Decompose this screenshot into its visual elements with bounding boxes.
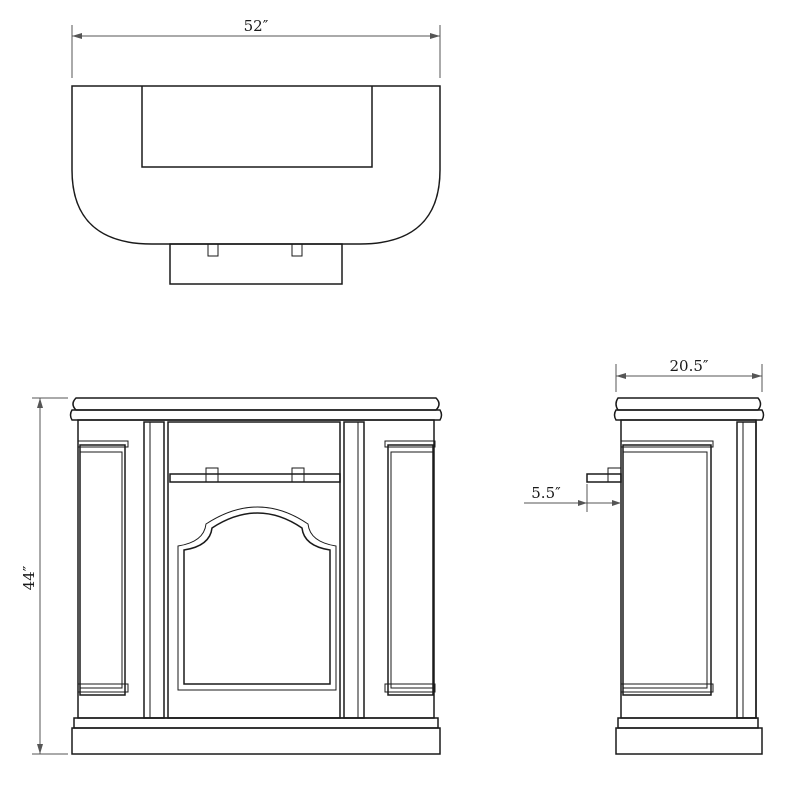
height-label: 44″ bbox=[20, 565, 38, 590]
front-left-panel-cap bbox=[77, 440, 129, 448]
front-cabinet-body bbox=[77, 419, 435, 719]
top-view-faucet-left bbox=[207, 243, 219, 257]
depth-label: 20.5″ bbox=[669, 357, 708, 375]
front-right-panel bbox=[387, 444, 434, 696]
depth-dimension: 20.5″ bbox=[615, 357, 763, 392]
height-arrow-top bbox=[37, 398, 43, 408]
front-left-panel bbox=[79, 444, 126, 696]
side-plinth-top bbox=[617, 717, 759, 729]
side-panel-inner bbox=[623, 451, 708, 689]
top-view-countertop-outline bbox=[71, 85, 441, 245]
front-arched-door bbox=[183, 512, 331, 685]
side-panel-cap bbox=[620, 440, 714, 448]
front-right-panel-base bbox=[384, 683, 436, 693]
faucet-reach-dimension: 5.5″ bbox=[524, 484, 621, 512]
reach-label: 5.5″ bbox=[531, 484, 561, 502]
front-center-opening bbox=[167, 421, 341, 719]
side-panel bbox=[622, 444, 712, 696]
front-plinth-top bbox=[73, 717, 439, 729]
front-left-panel-base bbox=[77, 683, 129, 693]
front-towel-bar-bracket-left bbox=[205, 467, 219, 483]
front-arched-door-inner bbox=[177, 506, 337, 691]
width-arrow-right bbox=[430, 33, 440, 39]
depth-arrow-right bbox=[752, 373, 762, 379]
side-cabinet-body bbox=[620, 419, 757, 719]
side-view bbox=[586, 397, 765, 755]
height-dimension: 44″ bbox=[20, 397, 68, 755]
front-left-panel-inner bbox=[80, 451, 123, 689]
top-view-sink-basin bbox=[141, 86, 373, 168]
height-arrow-bottom bbox=[37, 744, 43, 754]
front-right-panel-cap bbox=[384, 440, 436, 448]
front-view bbox=[69, 397, 443, 755]
front-left-column bbox=[143, 421, 165, 719]
side-towel-bar bbox=[586, 473, 622, 483]
depth-arrow-left bbox=[616, 373, 626, 379]
top-view bbox=[71, 85, 441, 285]
side-panel-base bbox=[620, 683, 714, 693]
front-right-panel-inner bbox=[390, 451, 433, 689]
front-countertop-edge bbox=[69, 409, 443, 421]
side-plinth bbox=[615, 727, 763, 755]
front-towel-bar-bracket-right bbox=[291, 467, 305, 483]
front-plinth bbox=[71, 727, 441, 755]
side-rear-stile bbox=[736, 421, 757, 719]
width-label: 52″ bbox=[244, 17, 269, 35]
reach-arrow-right bbox=[612, 500, 621, 506]
reach-arrow-left bbox=[578, 500, 587, 506]
front-countertop bbox=[72, 397, 440, 411]
width-dimension: 52″ bbox=[71, 17, 441, 78]
width-arrow-left bbox=[72, 33, 82, 39]
side-towel-bar-bracket bbox=[607, 467, 622, 483]
front-right-column bbox=[343, 421, 365, 719]
front-towel-bar bbox=[169, 473, 341, 483]
side-countertop bbox=[615, 397, 762, 411]
top-view-backsplash bbox=[169, 243, 343, 285]
side-countertop-edge bbox=[613, 409, 765, 421]
top-view-faucet-right bbox=[291, 243, 303, 257]
